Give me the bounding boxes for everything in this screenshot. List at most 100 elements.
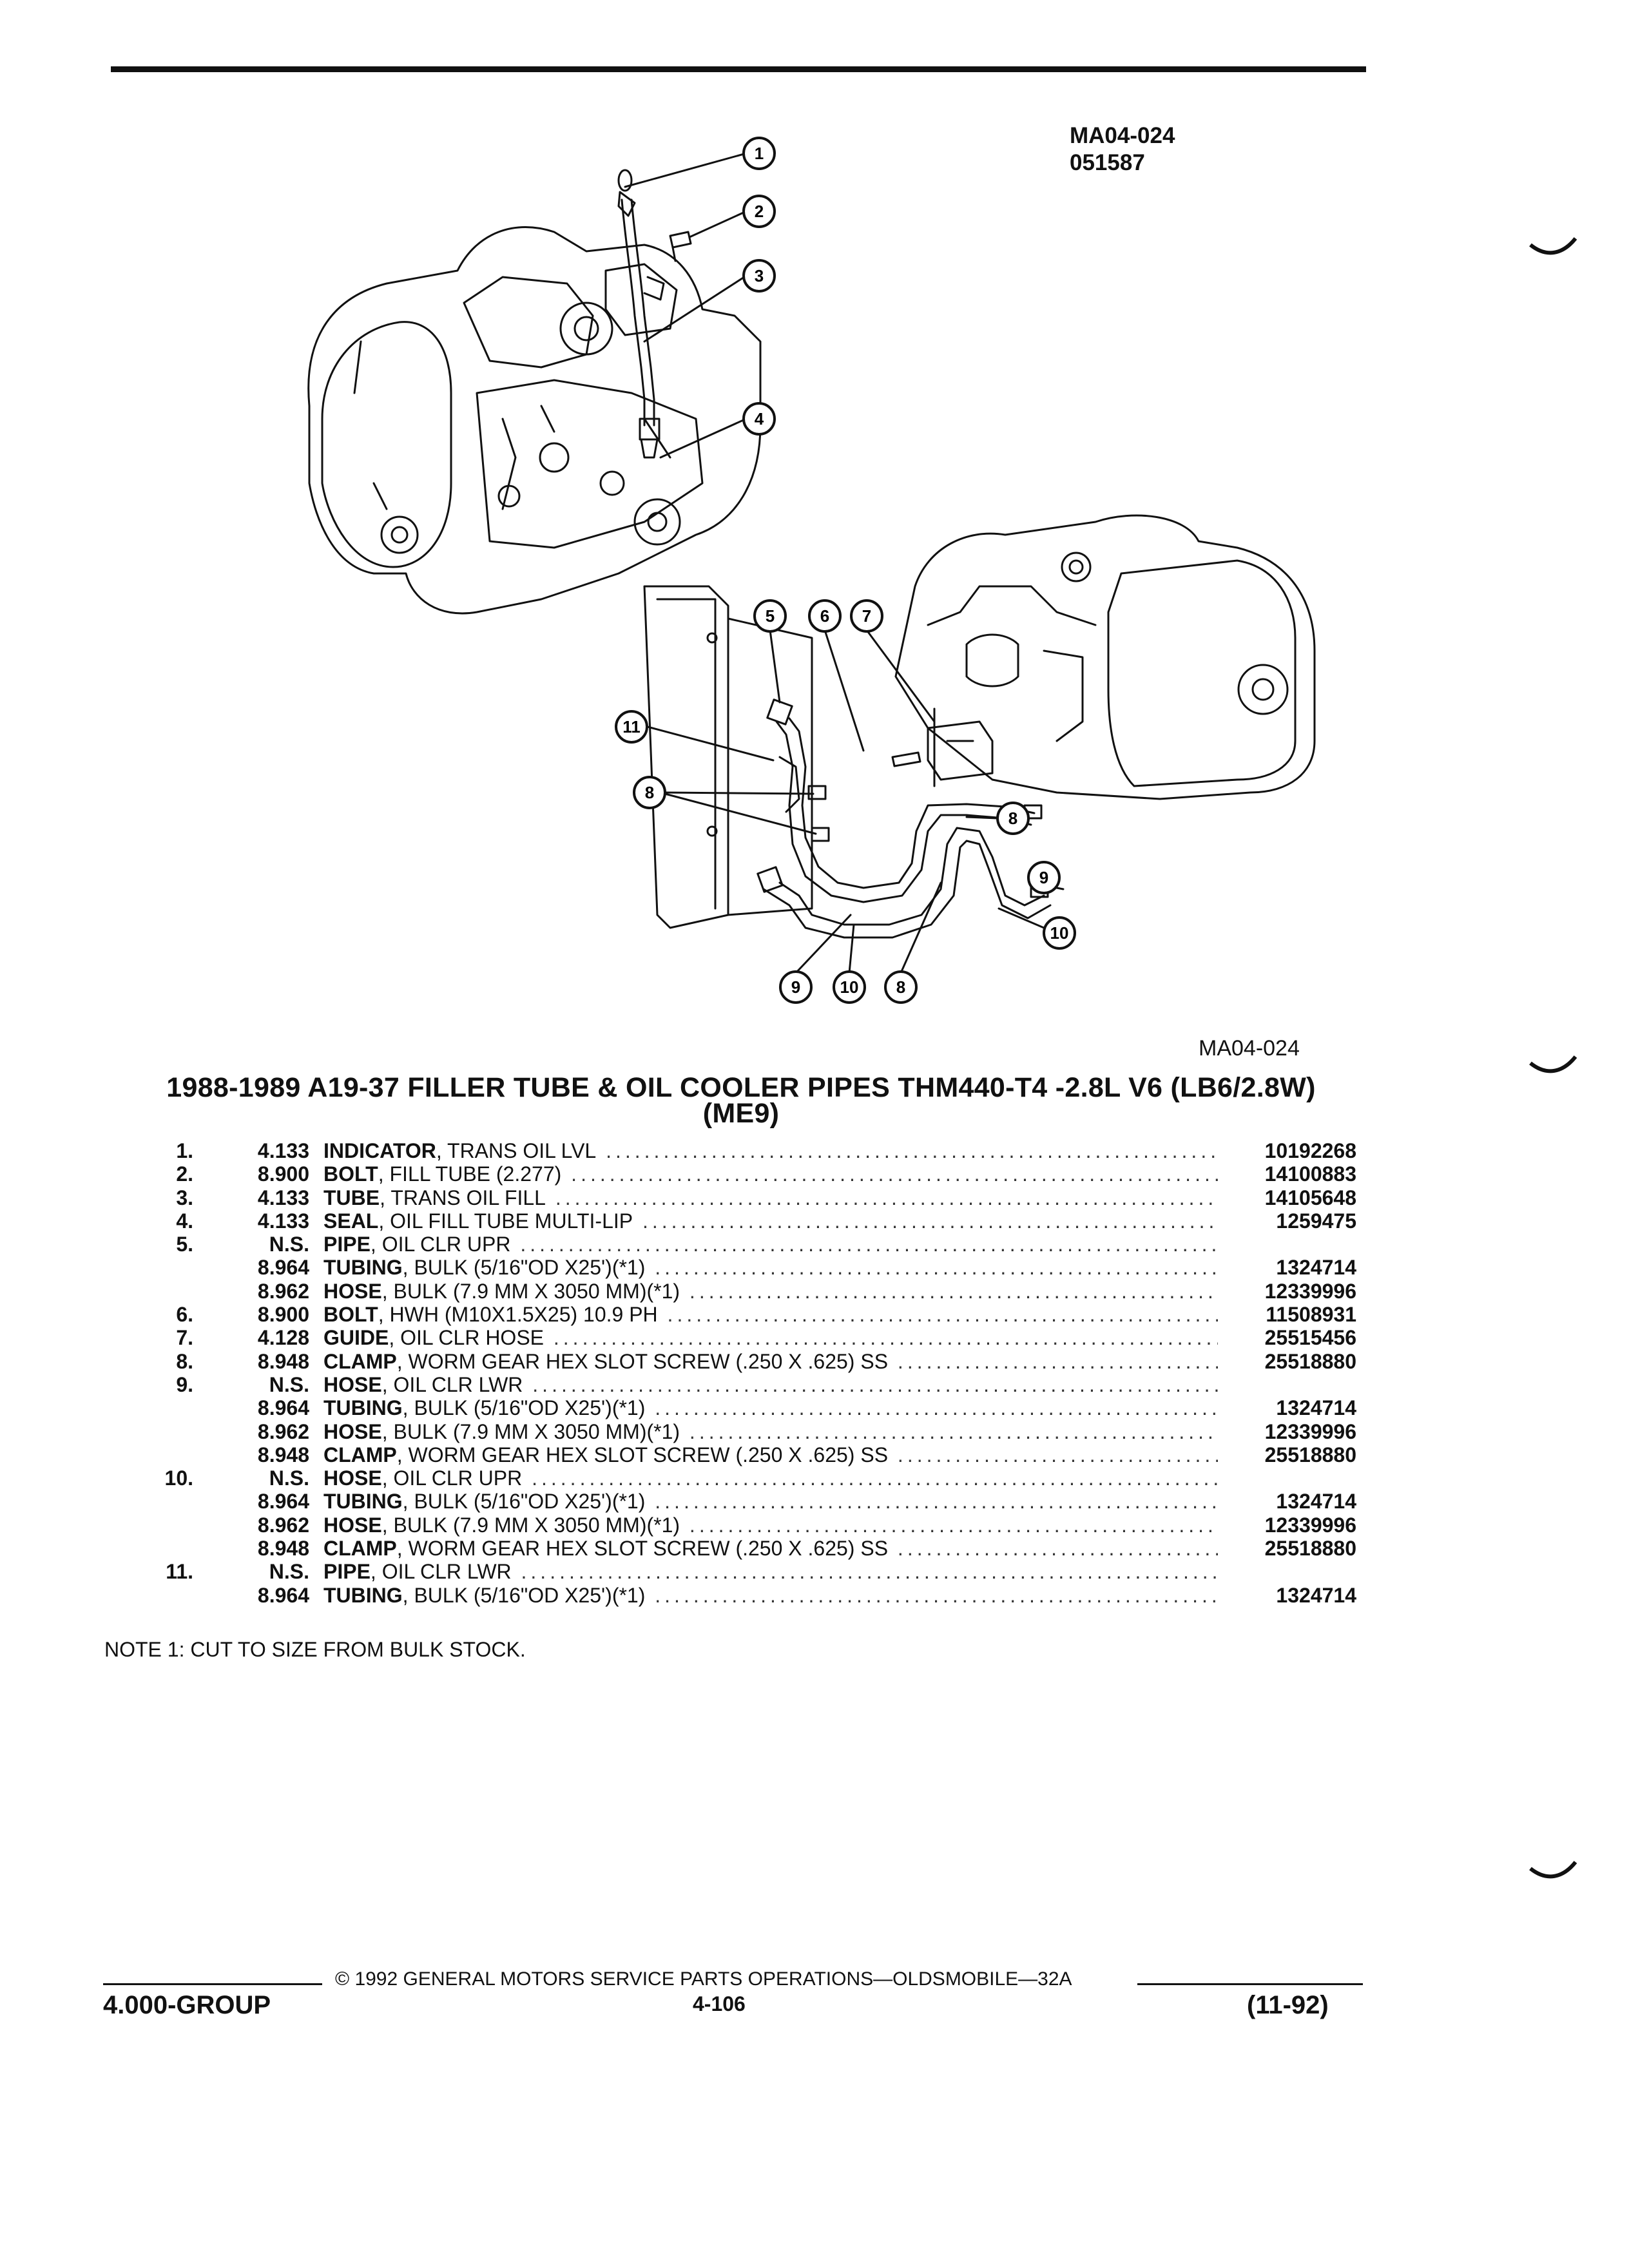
leader-dots: ........................................… [553,1326,1218,1350]
part-name: TUBING [323,1396,403,1420]
part-description: PIPE, OIL CLR UPR ......................… [323,1233,1218,1256]
group-number: 8.964 [257,1396,309,1420]
part-number: 12339996 [1264,1419,1356,1443]
separator: , [381,1419,394,1443]
leader-dots: ........................................… [520,1233,1218,1256]
part-name: TUBING [323,1490,403,1514]
separator: , [402,1256,414,1280]
figure-caption: MA04-024 [1199,1036,1300,1061]
part-spec: BULK (7.9 MM X 3050 MM)(*1) [393,1279,680,1303]
group-number: 4.133 [257,1139,309,1162]
separator: , [378,1209,390,1233]
callout-9b-label: 9 [791,977,800,997]
part-description: CLAMP, WORM GEAR HEX SLOT SCREW (.250 X … [323,1350,1218,1373]
part-number: 25518880 [1264,1443,1356,1466]
callout-10b-icon: 10 [833,970,866,1004]
part-name: HOSE [323,1466,382,1490]
part-spec: BULK (7.9 MM X 3050 MM)(*1) [393,1419,680,1443]
group-number: N.S. [269,1560,309,1584]
callout-9a-label: 9 [1039,868,1048,887]
part-spec: BULK (7.9 MM X 3050 MM)(*1) [393,1513,680,1537]
part-spec: FILL TUBE (2.277) [389,1162,562,1186]
part-description: HOSE, OIL CLR LWR ......................… [323,1373,1218,1396]
item-number: 9. [176,1372,193,1396]
separator: , [436,1139,448,1162]
leader-dots: ........................................… [897,1537,1218,1561]
lower-transaxle [894,514,1316,800]
part-spec: TRANS OIL FILL [390,1186,546,1209]
group-number: 8.964 [257,1490,309,1514]
part-spec: OIL CLR LWR [393,1372,523,1396]
group-number: N.S. [269,1466,309,1490]
leader-dots: ........................................… [897,1349,1218,1373]
item-number: 5. [176,1233,193,1256]
separator: , [370,1233,382,1256]
callout-10b-label: 10 [840,977,859,997]
leader-dots: ........................................… [606,1139,1218,1162]
part-spec: BULK (5/16"OD X25')(*1) [414,1490,646,1514]
part-spec: WORM GEAR HEX SLOT SCREW (.250 X .625) S… [408,1537,889,1561]
part-description: HOSE, OIL CLR UPR ......................… [323,1466,1218,1490]
leader-dots: ........................................… [555,1186,1218,1209]
part-description: TUBE, TRANS OIL FILL ...................… [323,1186,1218,1209]
part-description: BOLT, FILL TUBE (2.277) ................… [323,1162,1218,1186]
group-number: 4.133 [257,1209,309,1233]
leader-dots: ........................................… [655,1583,1218,1607]
part-name: TUBING [323,1256,403,1280]
group-number: 8.900 [257,1162,309,1186]
group-number: 8.948 [257,1443,309,1466]
group-number: 8.962 [257,1513,309,1537]
part-description: BOLT, HWH (M10X1.5X25) 10.9 PH .........… [323,1303,1218,1326]
part-number: 14100883 [1264,1162,1356,1186]
leader-dots: ........................................… [689,1513,1218,1537]
leader-dots: ........................................… [655,1490,1218,1514]
part-number: 25518880 [1264,1537,1356,1561]
part-number: 1324714 [1276,1256,1356,1280]
group-number: 8.948 [257,1537,309,1561]
section-title-line1: 1988-1989 A19-37 FILLER TUBE & OIL COOLE… [166,1072,1316,1103]
separator: , [380,1186,391,1209]
separator: , [381,1279,394,1303]
part-name: INDICATOR [323,1139,436,1162]
group-number: 8.948 [257,1349,309,1373]
oil-cooler-pipe-upper [775,720,1032,903]
part-spec: BULK (5/16"OD X25')(*1) [414,1396,646,1420]
callout-8a-icon: 8 [633,776,666,809]
part-number: 12339996 [1264,1279,1356,1303]
part-number: 1324714 [1276,1490,1356,1514]
part-name: HOSE [323,1419,382,1443]
part-number: 25518880 [1264,1349,1356,1373]
item-number: 4. [176,1209,193,1233]
leader-dots: ........................................… [689,1279,1218,1303]
part-name: CLAMP [323,1443,397,1466]
footer-rule-right [1137,1983,1363,1985]
group-number: N.S. [269,1233,309,1256]
section-title-line2: (ME9) [702,1098,780,1129]
leader-dots: ........................................… [532,1372,1218,1396]
binder-mark-3 [1529,1861,1577,1879]
part-description: TUBING, BULK (5/16"OD X25')(*1) ........… [323,1396,1218,1419]
separator: , [378,1162,390,1186]
part-spec: HWH (M10X1.5X25) 10.9 PH [389,1303,658,1327]
part-number: 12339996 [1264,1513,1356,1537]
part-description: HOSE, BULK (7.9 MM X 3050 MM)(*1) ......… [323,1280,1218,1303]
leader-dots: ........................................… [689,1419,1218,1443]
part-name: HOSE [323,1279,382,1303]
binder-mark-2 [1529,1055,1577,1073]
part-spec: WORM GEAR HEX SLOT SCREW (.250 X .625) S… [408,1443,889,1466]
group-number: 8.964 [257,1256,309,1280]
part-spec: OIL CLR LWR [381,1560,512,1584]
callout-10a-icon: 10 [1043,916,1076,950]
item-number: 3. [176,1186,193,1209]
callout-9a-icon: 9 [1027,861,1061,894]
callout-11-icon: 11 [615,710,648,744]
callout-5-label: 5 [766,606,775,626]
separator: , [402,1490,414,1514]
footer-rule-left [103,1983,322,1985]
item-number: 6. [176,1303,193,1327]
